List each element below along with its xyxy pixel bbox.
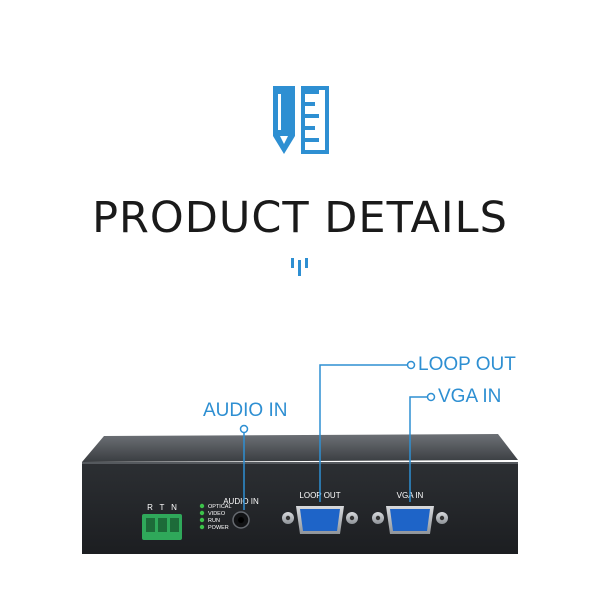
loop-out-vga-port: LOOP OUT	[282, 491, 358, 534]
led-run	[199, 517, 205, 523]
terminal-label-n: N	[171, 503, 177, 512]
page-title: PRODUCT DETAILS	[92, 193, 508, 243]
led-label-run: RUN	[208, 518, 220, 524]
led-video	[199, 510, 205, 516]
led-power	[199, 524, 205, 530]
terminal-block: R T N	[142, 503, 182, 540]
device-top-lid	[82, 434, 518, 462]
loop-out-callout: LOOP OUT	[418, 354, 516, 375]
led-label-optical: OPTICAL	[208, 504, 232, 510]
led-optical	[199, 503, 205, 509]
vga-in-callout: VGA IN	[438, 386, 502, 407]
loop-port-label: LOOP OUT	[299, 491, 340, 500]
vga-extender-device: R T N OPTICAL VIDEO RUN POWER AUDIO IN L…	[82, 434, 518, 554]
vga-port-label: VGA IN	[397, 491, 424, 500]
vertical-bars-icon	[291, 258, 308, 276]
led-label-power: POWER	[208, 525, 229, 531]
terminal-label-r: R	[147, 503, 153, 512]
audio-in-callout: AUDIO IN	[203, 400, 288, 421]
status-leds: OPTICAL VIDEO RUN POWER	[199, 503, 232, 531]
audio-jack: AUDIO IN	[223, 497, 259, 529]
led-label-video: VIDEO	[208, 511, 226, 517]
terminal-label-t: T	[160, 503, 165, 512]
pencil-ruler-icon	[273, 86, 329, 154]
audio-port-label: AUDIO IN	[223, 497, 259, 506]
